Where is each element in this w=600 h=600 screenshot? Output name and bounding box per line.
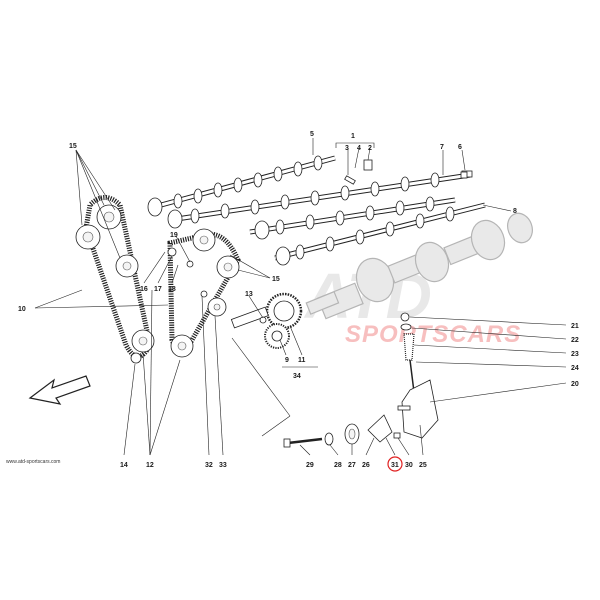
callout-13: 13 (245, 291, 253, 298)
callout-32: 32 (205, 462, 213, 469)
sensor-bracket (363, 159, 373, 171)
bolt (287, 437, 323, 445)
callout-14: 14 (120, 462, 128, 469)
callout-27: 27 (348, 462, 356, 469)
callout-numbers: 1 2 3 4 5 6 7 8 9 10 11 12 13 14 15 15 1… (18, 131, 579, 472)
camshaft-4 (274, 202, 486, 266)
spring (403, 333, 415, 361)
callout-4: 4 (357, 145, 361, 152)
key-pin (344, 175, 356, 185)
callout-31: 31 (391, 462, 399, 469)
plug (460, 171, 468, 179)
washer (400, 323, 412, 331)
timing-belt-left (75, 195, 155, 364)
nut (393, 432, 401, 439)
callout-5: 5 (310, 131, 314, 138)
bolt-head (283, 438, 291, 448)
callout-7: 7 (440, 144, 444, 151)
crankshaft (305, 212, 533, 320)
callout-11: 11 (298, 357, 306, 364)
callout-31-highlight-ring (387, 456, 403, 472)
callout-16: 16 (140, 286, 148, 293)
spacer (324, 432, 334, 446)
callout-30: 30 (405, 462, 413, 469)
callout-22: 22 (571, 337, 579, 344)
callout-34: 34 (293, 373, 301, 380)
callout-24: 24 (571, 365, 579, 372)
tensioner-assembly (397, 312, 439, 439)
callout-29: 29 (306, 462, 314, 469)
camshaft-3 (249, 196, 456, 240)
pulley-bolt-assembly (283, 414, 401, 448)
plunger (409, 359, 415, 393)
callout-18: 18 (168, 286, 176, 293)
callout-17: 17 (154, 286, 162, 293)
bracket (367, 414, 393, 443)
callout-20: 20 (571, 381, 579, 388)
pin (397, 405, 411, 411)
callout-10: 10 (18, 306, 26, 313)
callout-6: 6 (458, 144, 462, 151)
callout-15-right: 15 (272, 276, 280, 283)
timing-belt-right (167, 228, 241, 358)
camshaft-group (147, 155, 486, 266)
callout-8: 8 (513, 208, 517, 215)
website-label: www.atd-sportscars.com (6, 459, 60, 465)
callout-28: 28 (334, 462, 342, 469)
cap (400, 312, 410, 322)
camshaft-2 (167, 170, 473, 229)
callout-2: 2 (368, 145, 372, 152)
callout-12: 12 (146, 462, 154, 469)
callout-19: 19 (170, 232, 178, 239)
callout-25: 25 (419, 462, 427, 469)
callout-3: 3 (345, 145, 349, 152)
callout-21: 21 (571, 323, 579, 330)
leader-lines (34, 138, 567, 456)
camshaft-1 (147, 155, 336, 217)
callout-15-left: 15 (69, 143, 77, 150)
drive-gear (230, 292, 303, 349)
callout-9: 9 (285, 357, 289, 364)
callout-23: 23 (571, 351, 579, 358)
callout-1: 1 (351, 133, 355, 140)
callout-33: 33 (219, 462, 227, 469)
tensioner-housing (401, 379, 439, 439)
callout-26: 26 (362, 462, 370, 469)
direction-arrow-icon (28, 375, 91, 405)
watermark-sub-text: SPORTSCARS (345, 321, 521, 348)
